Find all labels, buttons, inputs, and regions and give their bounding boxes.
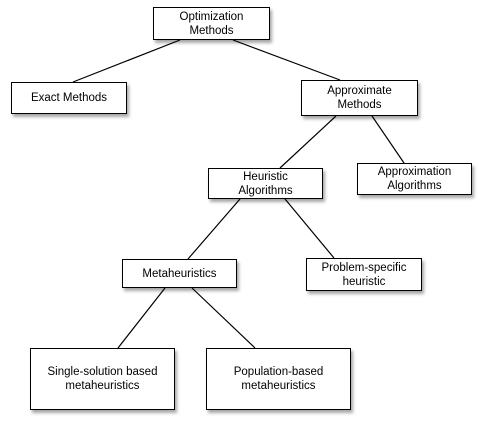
edge-approximate-heuristic xyxy=(279,115,337,169)
edge-heuristic-metaheuristics xyxy=(187,198,241,260)
node-heuristic-algorithms: Heuristic Algorithms xyxy=(208,168,323,199)
node-problem-specific-heuristic-label: Problem-specific heuristic xyxy=(321,261,407,288)
edge-heuristic-problem-specific xyxy=(284,198,335,259)
node-metaheuristics-label: Metaheuristics xyxy=(142,267,217,280)
node-exact-methods: Exact Methods xyxy=(11,82,127,114)
node-population-based-metaheuristics: Population-based metaheuristics xyxy=(206,348,351,410)
edge-metaheuristics-single-solution xyxy=(117,287,166,349)
node-population-based-metaheuristics-label: Population-based metaheuristics xyxy=(233,366,324,392)
node-optimization-methods: Optimization Methods xyxy=(153,7,270,40)
node-approximation-algorithms-label: Approximation Algorithms xyxy=(377,166,452,192)
node-approximate-methods: Approximate Methods xyxy=(301,80,418,116)
node-approximation-algorithms: Approximation Algorithms xyxy=(357,163,472,195)
edge-optimization-approximate xyxy=(232,39,341,81)
node-single-solution-metaheuristics: Single-solution based metaheuristics xyxy=(30,348,175,410)
node-exact-methods-label: Exact Methods xyxy=(30,92,108,104)
edge-metaheuristics-population xyxy=(191,287,256,349)
node-optimization-methods-label: Optimization Methods xyxy=(179,10,244,37)
node-approximate-methods-label: Approximate Methods xyxy=(327,85,392,111)
node-metaheuristics: Metaheuristics xyxy=(122,259,237,288)
node-heuristic-algorithms-label: Heuristic Algorithms xyxy=(238,170,293,197)
edge-optimization-exact xyxy=(72,39,181,83)
node-single-solution-metaheuristics-label: Single-solution based metaheuristics xyxy=(47,366,158,392)
node-problem-specific-heuristic: Problem-specific heuristic xyxy=(306,258,422,291)
edge-approximate-approximation xyxy=(371,115,405,164)
